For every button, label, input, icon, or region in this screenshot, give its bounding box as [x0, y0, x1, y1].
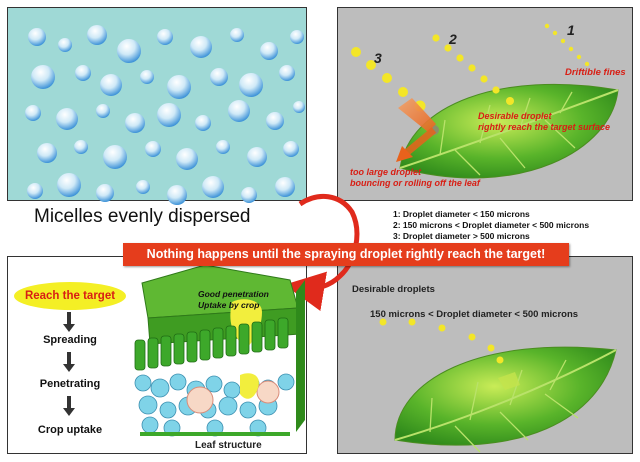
- micelle-bubble: [25, 105, 41, 121]
- micelle-bubble: [190, 36, 212, 58]
- micelle-bubble: [140, 70, 154, 84]
- micelle-bubble: [87, 25, 107, 45]
- arrow-down-icon: [63, 352, 75, 372]
- trajectory-2-number: 2: [448, 31, 457, 47]
- micelle-bubble: [74, 140, 88, 154]
- micelle-bubble: [56, 108, 78, 130]
- trajectory-3-number: 3: [374, 50, 382, 66]
- bottom-leaf: [394, 346, 617, 453]
- leaf-cross-section: [134, 264, 305, 437]
- reach-target-pill: Reach the target: [14, 282, 126, 310]
- micelle-bubble: [57, 173, 81, 197]
- micelle-bubble: [28, 28, 46, 46]
- leaf-note-line1: Good penetration: [198, 289, 269, 299]
- micelle-bubble: [117, 39, 141, 63]
- micelles-caption: Micelles evenly dispersed: [34, 206, 251, 227]
- micelle-bubble: [103, 145, 127, 169]
- micelle-bubble: [31, 65, 55, 89]
- arrow-down-icon: [63, 312, 75, 332]
- micelle-bubble: [145, 141, 161, 157]
- size-legend-item: 2: 150 microns < Droplet diameter < 500 …: [393, 220, 590, 230]
- trajectory-1-number: 1: [567, 22, 575, 38]
- desirable-droplets-range: 150 microns < Droplet diameter < 500 mic…: [370, 309, 578, 320]
- top-leaf: [399, 83, 619, 179]
- micelle-bubble: [27, 183, 43, 199]
- micelle-bubble: [241, 187, 257, 203]
- micelle-bubble: [136, 180, 150, 194]
- micelle-bubble: [157, 29, 173, 45]
- step-penetrating: Penetrating: [39, 378, 101, 390]
- micelle-bubble: [293, 101, 305, 113]
- droplet-size-legend: 1: Droplet diameter < 150 microns 2: 150…: [393, 209, 589, 242]
- target-banner: Nothing happens until the spraying dropl…: [123, 243, 569, 266]
- micelle-bubble: [96, 184, 114, 202]
- desirable-droplets-title: Desirable droplets: [352, 284, 435, 295]
- arrow-down-icon: [63, 396, 75, 416]
- micelle-bubble: [167, 75, 191, 99]
- micelle-bubble: [157, 103, 181, 127]
- micelles-panel: [7, 7, 307, 201]
- micelle-bubble: [58, 38, 72, 52]
- micelle-bubble: [75, 65, 91, 81]
- desirable-droplet-label-line1: Desirable droplet: [478, 111, 553, 121]
- circular-arrow: [284, 193, 360, 312]
- micelle-bubble: [239, 73, 263, 97]
- micelle-bubble: [228, 100, 250, 122]
- driftible-fines-label: Driftible fines: [565, 67, 626, 78]
- droplet-trajectories: [351, 23, 590, 162]
- large-droplet-label-line2: bouncing or rolling off the leaf: [350, 178, 481, 188]
- step-crop-uptake: Crop uptake: [37, 424, 103, 436]
- micelle-bubble: [195, 115, 211, 131]
- leaf-note-line2: Uptake by crop: [198, 300, 259, 310]
- micelle-bubble: [202, 176, 224, 198]
- micelle-bubble: [37, 143, 57, 163]
- micelle-bubbles: [25, 25, 305, 205]
- size-legend-item: 1: Droplet diameter < 150 microns: [393, 209, 530, 219]
- micelle-bubble: [125, 113, 145, 133]
- desirable-droplet-label-line2: rightly reach the target surface: [478, 122, 610, 132]
- micelle-bubble: [283, 141, 299, 157]
- size-legend-item: 3: Droplet diameter > 500 microns: [393, 231, 530, 241]
- step-spreading: Spreading: [43, 334, 97, 346]
- micelle-bubble: [176, 148, 198, 170]
- micelle-bubble: [279, 65, 295, 81]
- micelle-bubble: [275, 177, 295, 197]
- micelle-bubble: [230, 28, 244, 42]
- micelle-bubble: [167, 185, 187, 205]
- desirable-droplet-dots: [379, 318, 504, 364]
- micelle-bubble: [266, 112, 284, 130]
- leaf-structure-label: Leaf structure: [195, 440, 262, 451]
- micelle-bubble: [100, 74, 122, 96]
- micelle-bubble: [260, 42, 278, 60]
- micelle-bubble: [210, 68, 228, 86]
- micelle-bubble: [247, 147, 267, 167]
- micelle-bubble: [96, 104, 110, 118]
- micelle-bubble: [216, 140, 230, 154]
- micelle-bubble: [290, 30, 304, 44]
- large-droplet-label-line1: too large droplet: [350, 167, 422, 177]
